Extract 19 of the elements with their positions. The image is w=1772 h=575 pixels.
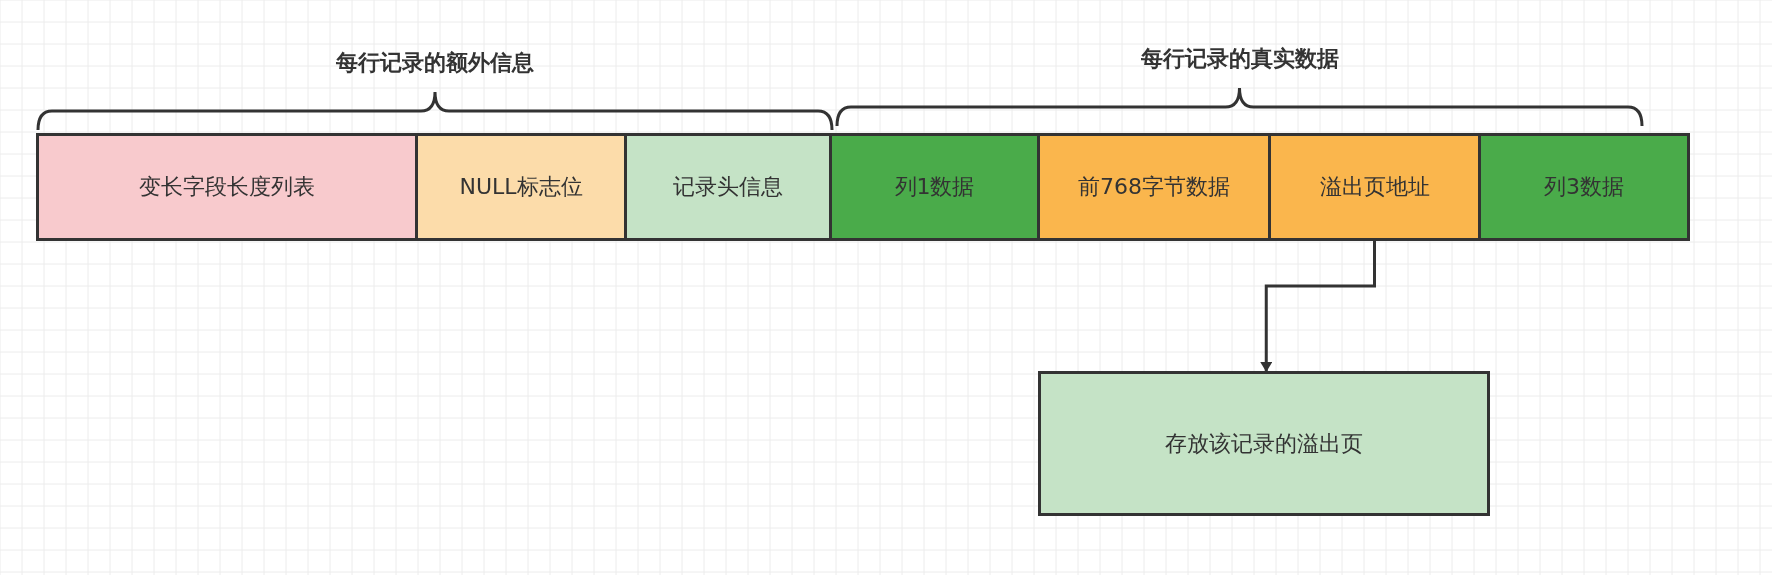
field-label: 记录头信息	[673, 173, 783, 201]
arrow	[1260, 241, 1376, 372]
brace-title: 每行记录的额外信息	[336, 49, 534, 77]
overflow-page-box	[1038, 371, 1490, 516]
field-label: 溢出页地址	[1319, 173, 1430, 201]
field-label: 列1数据	[894, 173, 975, 201]
brace-title: 每行记录的真实数据	[1141, 45, 1339, 73]
record-field-cell	[624, 133, 832, 241]
record-field-cell	[829, 133, 1040, 241]
field-label: 列3数据	[1544, 173, 1624, 201]
field-label: 存放该记录的溢出页	[1165, 429, 1363, 458]
record-field-cell	[1478, 133, 1690, 241]
field-label: 前768字节数据	[1078, 173, 1230, 201]
record-field-cell	[36, 133, 418, 241]
record-field-cell	[1037, 133, 1271, 241]
field-label: NULL标志位	[459, 173, 583, 201]
field-label: 变长字段长度列表	[139, 173, 315, 201]
record-field-cell	[1268, 133, 1481, 241]
record-field-cell	[415, 133, 627, 241]
